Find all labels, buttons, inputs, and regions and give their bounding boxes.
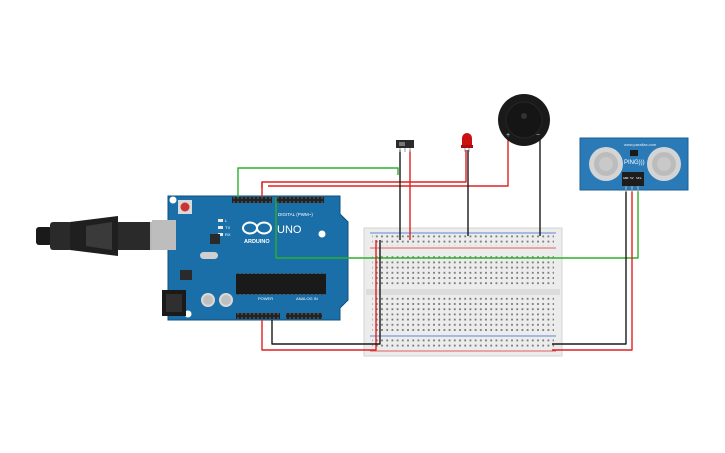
wire-green-signal[interactable] [237, 167, 399, 197]
wire-red-buzzer-plus[interactable] [268, 140, 509, 187]
sensor-name-text: PING))) [624, 160, 645, 166]
l-label: L [225, 218, 228, 223]
wire-red-sensor-5v[interactable] [552, 190, 633, 351]
wire-red-5v[interactable] [261, 240, 377, 351]
analog-label: ANALOG IN [296, 296, 318, 301]
slide-switch[interactable] [396, 140, 414, 152]
red-led[interactable] [461, 133, 473, 152]
digital-label: DIGITAL (PWM~) [278, 212, 313, 217]
usb-port [152, 220, 176, 250]
wire-black-sensor-gnd[interactable] [552, 190, 627, 345]
tx-label: TX [225, 225, 230, 230]
buzzer-plus-label: + [506, 132, 510, 139]
arduino-brand-text: ARDUINO [244, 239, 270, 245]
sensor-site-text: www.parallax.com [624, 142, 657, 147]
arduino-logo-icon [242, 221, 272, 235]
ping-ultrasonic-sensor[interactable]: www.parallax.com PING))) GND 5V SIG [579, 137, 689, 192]
buzzer-minus-label: − [536, 132, 540, 139]
piezo-buzzer[interactable]: + − [498, 94, 550, 146]
sensor-pin-sig: SIG [636, 176, 642, 180]
uno-text: UNO [277, 224, 302, 236]
breadboard[interactable] [363, 227, 563, 357]
sensor-pin-gnd: GND [623, 176, 629, 180]
wires [237, 140, 639, 351]
wire-black-gnd[interactable] [271, 240, 381, 345]
power-label: POWER [258, 296, 273, 301]
wire-green-sensor[interactable] [275, 190, 639, 259]
atmega-chip [236, 274, 326, 294]
arduino-uno-board[interactable]: DIGITAL (PWM~) TX RX L ARDUINO UNO [152, 195, 349, 321]
rx-label: RX [225, 232, 231, 237]
wire-red-led[interactable] [261, 150, 467, 197]
sensor-pin-5v: 5V [630, 176, 634, 180]
